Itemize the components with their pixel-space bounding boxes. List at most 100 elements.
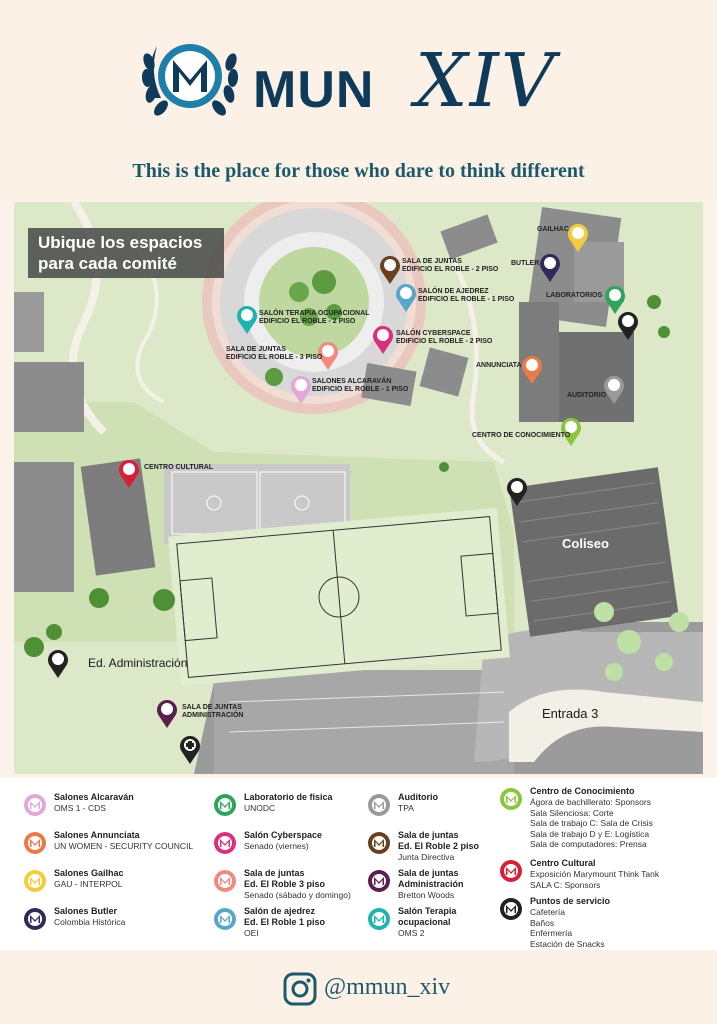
laurel-marker-icon: [24, 908, 46, 930]
laurel-marker-icon: [368, 794, 390, 816]
laurel-marker-icon: [500, 898, 522, 920]
pin-sala-juntas-roble2-icon[interactable]: [379, 254, 401, 284]
label-centro-conocimiento: CENTRO DE CONOCIMIENTO: [472, 432, 571, 439]
instagram-handle[interactable]: @mmun_xiv: [324, 974, 451, 1000]
label-annunciata: ANNUNCIATA: [476, 362, 522, 369]
legend-subtitle: Exposición Marymount Think Tank: [530, 869, 660, 879]
legend-title: Sala de juntas Ed. El Roble 3 piso: [244, 868, 326, 889]
legend-title: Centro de Conocimiento: [530, 786, 635, 796]
pin-salones-alcaravan-icon[interactable]: [290, 374, 312, 404]
label-salon-terapia: SALÓN TERAPIA OCUPACIONAL EDIFICIO EL RO…: [259, 310, 370, 325]
pin-annunciata-icon[interactable]: [521, 354, 543, 384]
legend-subtitle: GAU - INTERPOL: [54, 879, 123, 889]
legend-subtitle: OMS 2: [398, 928, 425, 938]
legend-subtitle: OEI: [244, 928, 259, 938]
legend-subtitle: Senado (sábado y domingo): [244, 890, 351, 900]
first-aid-icon[interactable]: [179, 734, 201, 764]
label-gailhac: GAILHAC: [537, 226, 569, 233]
pin-centro-cultural-icon[interactable]: [118, 458, 140, 488]
campus-map[interactable]: Ubique los espacios para cada comité SAL…: [14, 202, 703, 774]
map-base: [14, 202, 703, 774]
pin-auditorio-icon[interactable]: [603, 374, 625, 404]
pin-gailhac-icon[interactable]: [567, 222, 589, 252]
legend-title: Laboratorio de física: [244, 792, 333, 802]
brand-edition: XIV: [415, 38, 557, 124]
laurel-marker-icon: [214, 832, 236, 854]
legend-subtitle: SALA C: Sponsors: [530, 879, 601, 890]
legend-subtitle: Colombia Histórica: [54, 917, 126, 927]
legend-subtitle: UNODC: [244, 803, 276, 813]
label-sala-juntas-roble2: SALA DE JUNTAS EDIFICIO EL ROBLE - 2 PIS…: [402, 258, 499, 273]
legend-title: Puntos de servicio: [530, 896, 611, 906]
legend-title: Salón Terapia ocupacional: [398, 906, 457, 927]
pin-laboratorios-icon[interactable]: [604, 284, 626, 314]
legend-subtitle: Bretton Woods: [398, 890, 455, 900]
legend-title: Sala de juntas Administración: [398, 868, 464, 889]
cafeteria-icon[interactable]: [506, 476, 528, 506]
pin-sala-juntas-roble3-icon[interactable]: [317, 340, 339, 370]
pin-butler-icon[interactable]: [539, 252, 561, 282]
legend-subtitle: Sala de trabajo C: Sala de Crisis: [530, 818, 653, 828]
laurel-marker-icon: [24, 794, 46, 816]
instagram-icon[interactable]: [283, 972, 317, 1006]
legend-subtitle: UN WOMEN - SECURITY COUNCIL: [54, 841, 194, 851]
label-salon-ajedrez: SALÓN DE AJEDREZ EDIFICIO EL ROBLE - 1 P…: [418, 288, 515, 303]
laurel-marker-icon: [368, 870, 390, 892]
legend-title: Salones Alcaraván: [54, 792, 134, 802]
label-auditorio: AUDITORIO: [567, 392, 607, 399]
label-entrada: Entrada 3: [542, 706, 599, 721]
legend-subtitle: Sala de trabajo D y E: Logística: [530, 828, 650, 839]
restroom-icon[interactable]: [617, 310, 639, 340]
pin-salon-terapia-icon[interactable]: [236, 304, 258, 334]
legend-subtitle: Ágora de bachillerato: Sponsors: [530, 797, 651, 807]
legend-subtitle: Enfermería: [530, 928, 573, 938]
legend-title: Sala de juntas Ed. El Roble 2 piso: [398, 830, 480, 851]
pin-salon-cyberspace-icon[interactable]: [372, 324, 394, 354]
laurel-marker-icon: [214, 794, 236, 816]
legend-subtitle: Baños: [530, 917, 555, 928]
pin-salon-ajedrez-icon[interactable]: [395, 282, 417, 312]
pin-centro-conocimiento-icon[interactable]: [560, 416, 582, 446]
laurel-marker-icon: [24, 870, 46, 892]
legend-subtitle: OMS 1 - CDS: [54, 803, 106, 813]
label-sala-juntas-admin: SALA DE JUNTAS ADMINISTRACIÓN: [182, 704, 244, 719]
mun-logo: MUN XIV: [135, 28, 585, 128]
legend-subtitle: Junta Directiva: [398, 852, 455, 862]
laurel-marker-icon: [500, 788, 522, 810]
legend-subtitle: Estación de Snacks: [530, 938, 605, 949]
legend-title: Salón Cyberspace: [244, 830, 323, 840]
legend-title: Salones Gailhac: [54, 868, 124, 878]
laurel-marker-icon: [368, 908, 390, 930]
label-salones-alcaravan: SALONES ALCARAVÁN EDIFICIO EL ROBLE - 1 …: [312, 378, 409, 393]
pin-sala-juntas-admin-icon[interactable]: [156, 698, 178, 728]
legend-title: Salón de ajedrez Ed. El Roble 1 piso: [244, 906, 326, 927]
laurel-marker-icon: [214, 908, 236, 930]
label-laboratorios: LABORATORIOS: [546, 292, 603, 299]
footer: @mmun_xiv: [0, 950, 717, 1024]
legend-subtitle: Senado (viernes): [244, 841, 309, 851]
legend-subtitle: Cafetería: [530, 907, 565, 917]
legend-subtitle: Sala Silenciosa: Corte: [530, 807, 614, 818]
coffee-icon[interactable]: [47, 648, 69, 678]
legend-title: Centro Cultural: [530, 858, 596, 868]
laurel-marker-icon: [214, 870, 236, 892]
tagline: This is the place for those who dare to …: [132, 160, 585, 182]
label-butler: BUTLER: [511, 260, 540, 267]
brand-mun: MUN: [253, 61, 375, 119]
laurel-marker-icon: [24, 832, 46, 854]
header: MUN XIV This is the place for those who …: [0, 0, 717, 200]
